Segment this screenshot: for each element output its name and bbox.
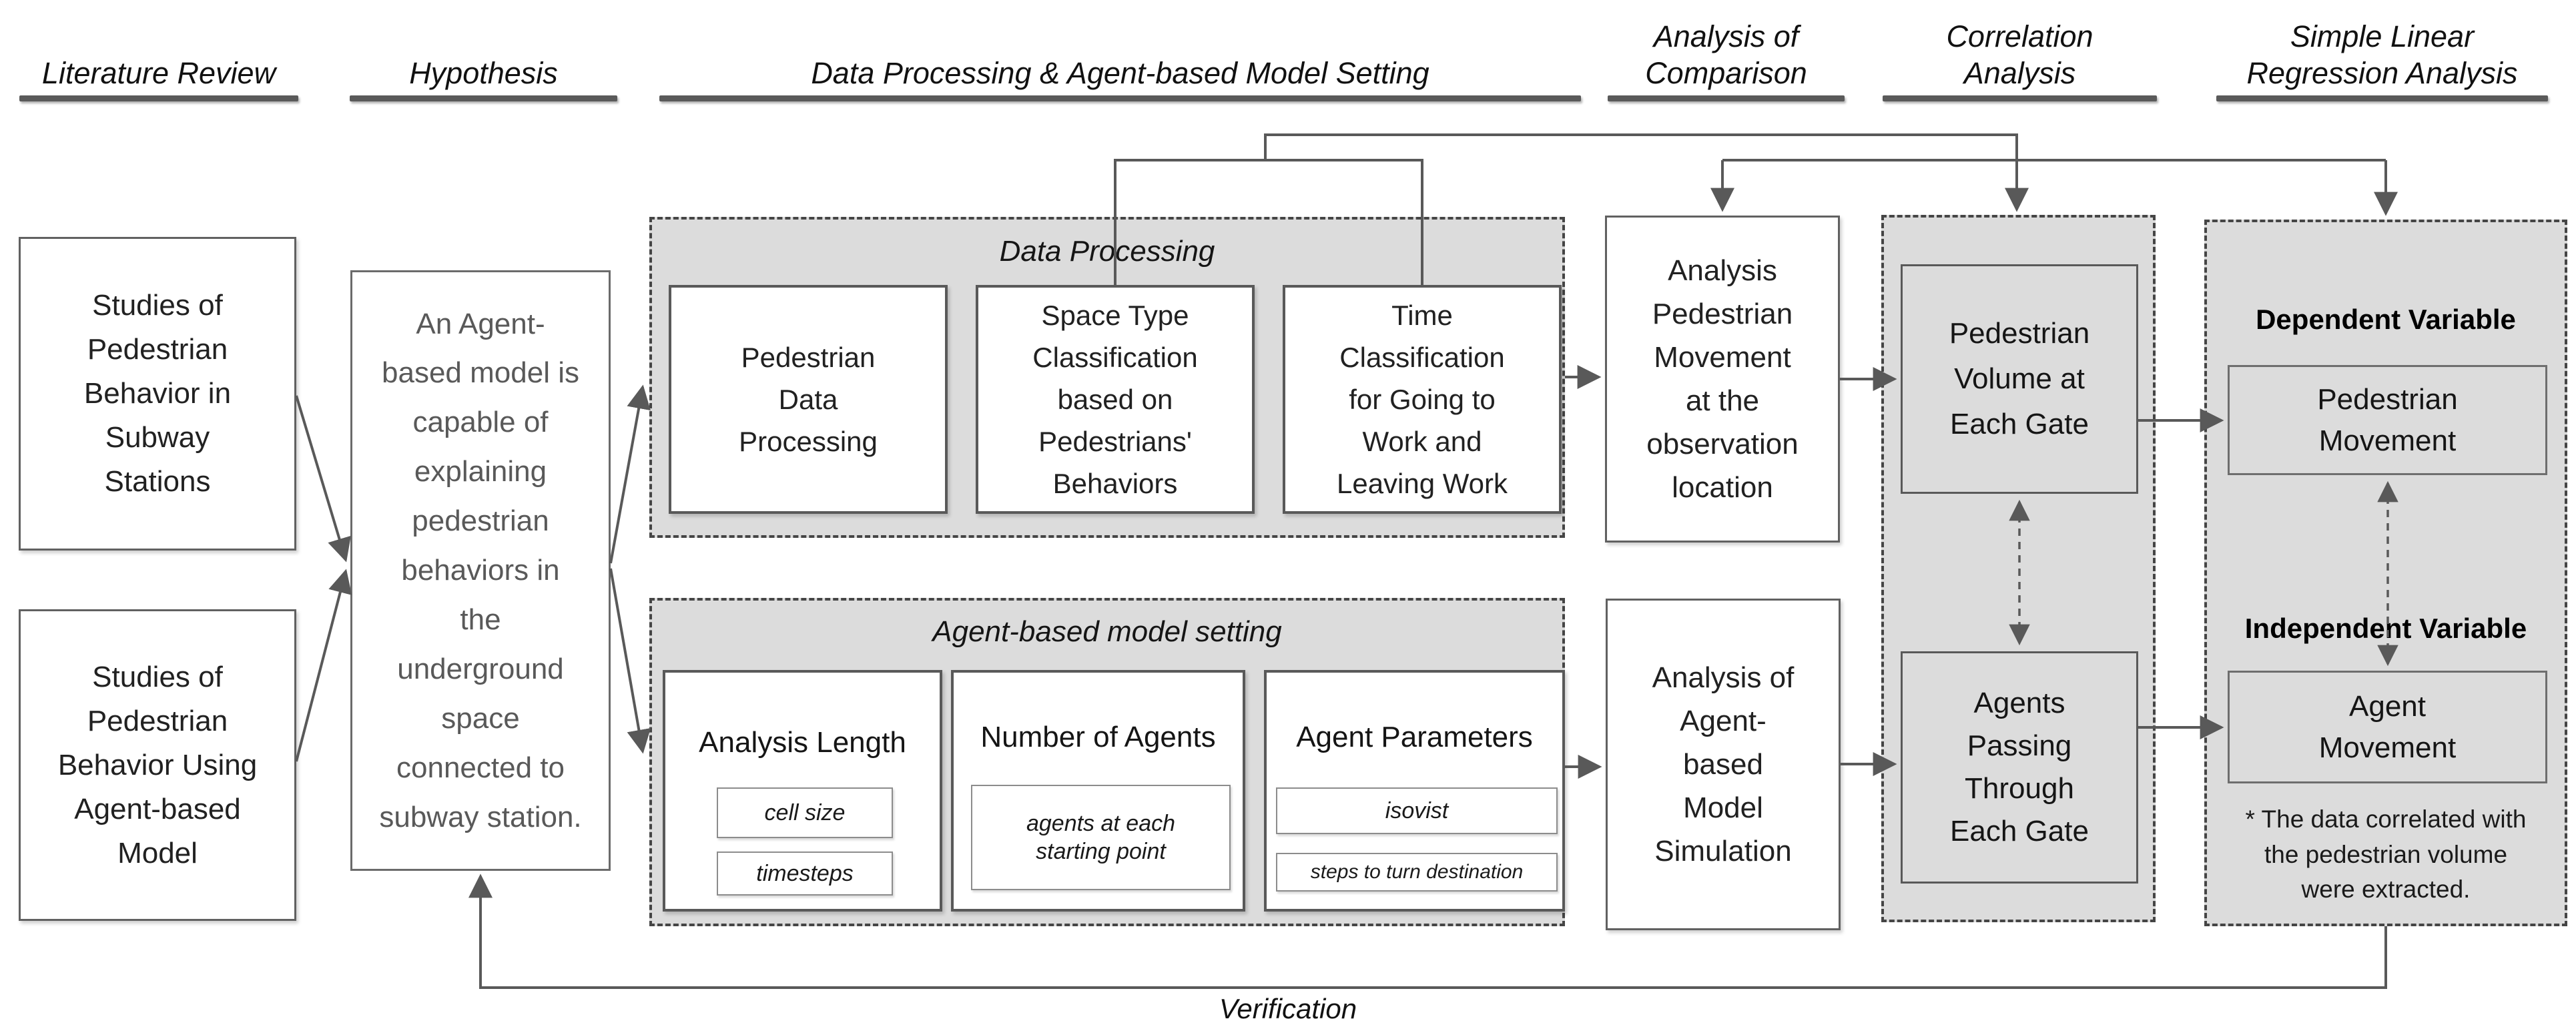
agents-starting-point-param-box: agents at each starting point <box>971 785 1231 890</box>
abm-setting-title: Agent-based model setting <box>932 615 1282 648</box>
literature-box-subway-stations: Studies of Pedestrian Behavior in Subway… <box>19 237 296 551</box>
independent-variable-label: Independent Variable <box>2244 613 2527 644</box>
agent-parameters-label: Agent Parameters <box>1296 721 1533 753</box>
analysis-length-box: Analysis Length cell size timesteps <box>663 670 942 912</box>
agent-movement-box: Agent Movement <box>2228 671 2547 783</box>
arrow-hypothesis-to-abm-setting <box>609 568 651 754</box>
arrow-hypothesis-to-data-processing <box>609 384 651 564</box>
regression-footnote: * The data correlated with the pedestria… <box>2245 805 2527 904</box>
analysis-pedestrian-movement-box: Analysis Pedestrian Movement at the obse… <box>1605 216 1840 543</box>
header-label: Hypothesis <box>409 56 558 91</box>
column-header-simple-linear-regression: Simple Linear Regression Analysis <box>2216 5 2548 92</box>
number-of-agents-label: Number of Agents <box>980 721 1216 753</box>
timesteps-param-box: timesteps <box>717 851 893 896</box>
cell-size-param-box: cell size <box>717 787 893 838</box>
header-label: Data Processing & Agent-based Model Sett… <box>811 56 1429 91</box>
column-header-analysis-of-comparison: Analysis of Comparison <box>1608 5 1845 92</box>
data-processing-title: Data Processing <box>999 235 1215 268</box>
analysis-length-label: Analysis Length <box>699 726 906 759</box>
isovist-param-box: isovist <box>1276 787 1558 834</box>
header-underline <box>2216 95 2548 101</box>
number-of-agents-box: Number of Agents agents at each starting… <box>951 670 1245 912</box>
header-label: Literature Review <box>41 56 276 91</box>
header-label: Correlation Analysis <box>1946 19 2094 91</box>
header-underline <box>350 95 617 101</box>
time-classification-box: Time Classification for Going to Work an… <box>1283 285 1562 514</box>
header-underline <box>659 95 1581 101</box>
pedestrian-data-processing-box: Pedestrian Data Processing <box>669 285 948 514</box>
header-underline <box>1608 95 1845 101</box>
space-type-classification-box: Space Type Classification based on Pedes… <box>976 285 1255 514</box>
header-label: Analysis of Comparison <box>1645 19 1807 91</box>
column-header-correlation-analysis: Correlation Analysis <box>1883 5 2157 92</box>
analysis-abm-simulation-box: Analysis of Agent- based Model Simulatio… <box>1606 599 1841 930</box>
agents-passing-box: Agents Passing Through Each Gate <box>1901 651 2138 884</box>
dependent-variable-label: Dependent Variable <box>2256 304 2516 335</box>
steps-to-turn-destination-param-box: steps to turn destination <box>1276 853 1558 892</box>
header-underline <box>1883 95 2157 101</box>
arrow-literature2-to-hypothesis <box>295 569 352 762</box>
column-header-literature-review: Literature Review <box>19 5 298 92</box>
header-underline <box>19 95 298 101</box>
pedestrian-movement-box: Pedestrian Movement <box>2228 365 2547 475</box>
literature-box-agent-based-model: Studies of Pedestrian Behavior Using Age… <box>19 609 296 921</box>
arrow-literature1-to-hypothesis <box>295 395 351 563</box>
verification-label: Verification <box>1219 993 1357 1024</box>
column-header-hypothesis: Hypothesis <box>350 5 617 92</box>
header-label: Simple Linear Regression Analysis <box>2246 19 2518 91</box>
hypothesis-box: An Agent- based model is capable of expl… <box>350 270 611 871</box>
agent-parameters-box: Agent Parameters isovist steps to turn d… <box>1264 670 1565 912</box>
pedestrian-volume-box: Pedestrian Volume at Each Gate <box>1901 264 2138 494</box>
column-header-data-processing: Data Processing & Agent-based Model Sett… <box>659 5 1581 92</box>
